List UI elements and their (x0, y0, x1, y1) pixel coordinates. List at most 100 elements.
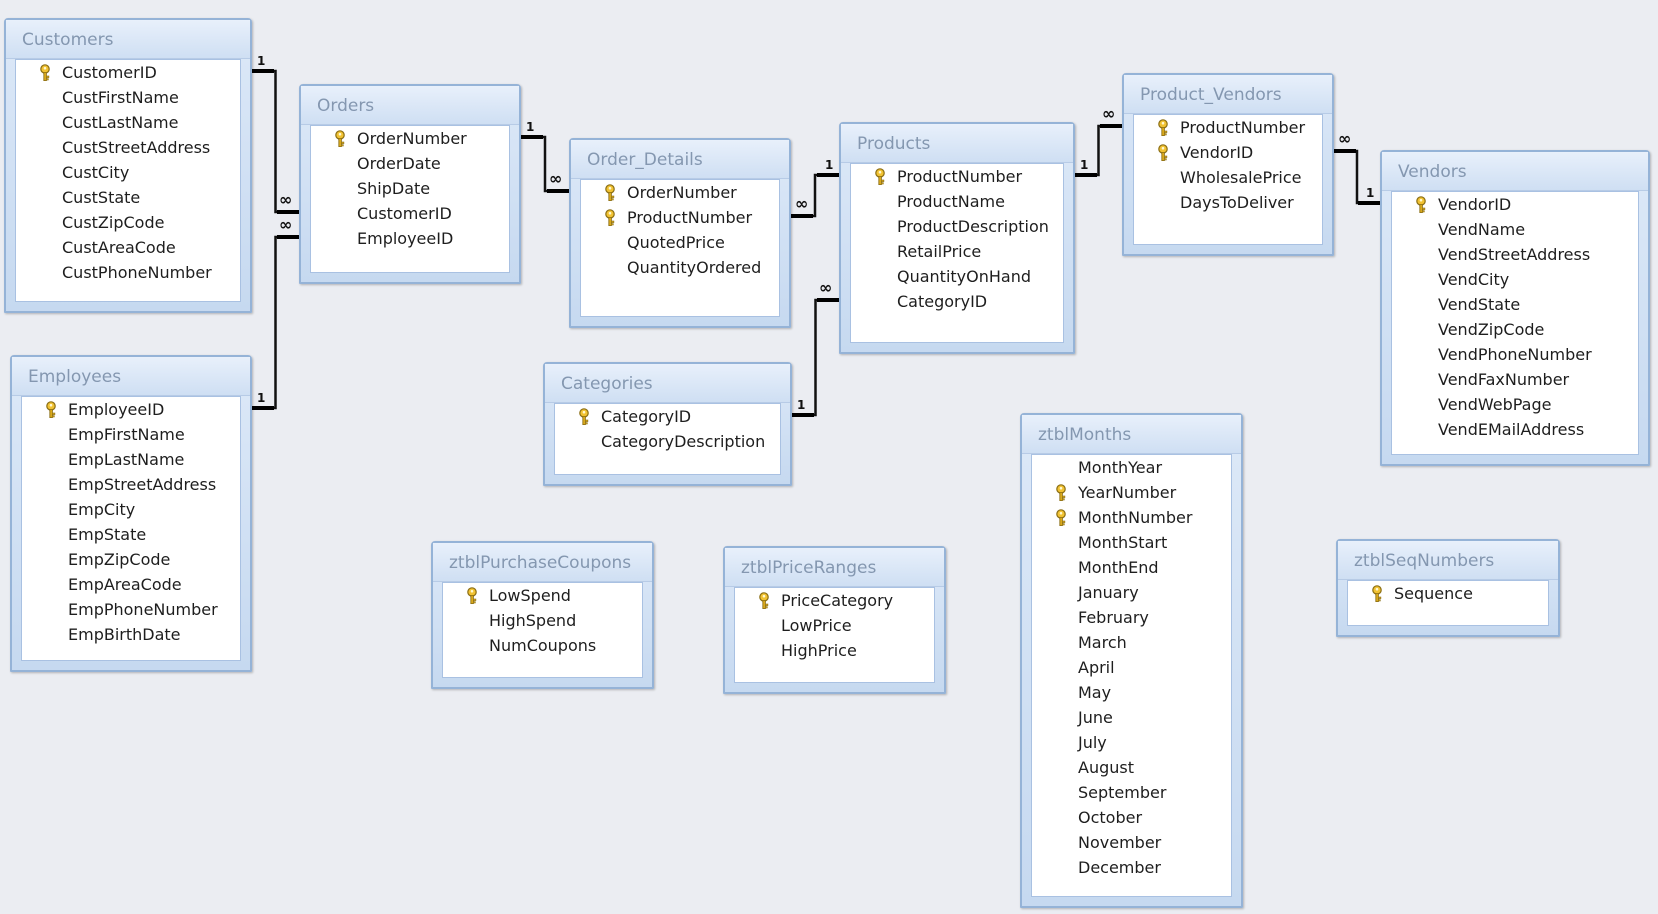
field-row[interactable]: MonthYear (1032, 455, 1231, 480)
field-row[interactable]: ProductNumber (581, 205, 779, 230)
field-row[interactable]: EmployeeID (22, 397, 240, 422)
field-row[interactable]: EmpPhoneNumber (22, 597, 240, 622)
field-row[interactable]: CategoryDescription (555, 429, 780, 454)
field-row[interactable]: August (1032, 755, 1231, 780)
table-title[interactable]: ztblPurchaseCoupons (433, 543, 652, 582)
field-row[interactable]: HighPrice (735, 638, 934, 663)
field-row[interactable]: HighSpend (443, 608, 642, 633)
field-row[interactable]: OrderNumber (581, 180, 779, 205)
field-row[interactable]: DaysToDeliver (1134, 190, 1322, 215)
field-row[interactable]: MonthNumber (1032, 505, 1231, 530)
field-row[interactable]: OrderDate (311, 151, 509, 176)
table-title[interactable]: Categories (545, 364, 790, 403)
field-row[interactable]: VendName (1392, 217, 1638, 242)
table-title[interactable]: Vendors (1382, 152, 1648, 191)
field-row[interactable]: WholesalePrice (1134, 165, 1322, 190)
field-row[interactable]: February (1032, 605, 1231, 630)
field-row[interactable]: CustStreetAddress (16, 135, 240, 160)
table-title[interactable]: ztblMonths (1022, 415, 1241, 454)
field-row[interactable]: Sequence (1348, 581, 1548, 606)
field-row[interactable]: CustZipCode (16, 210, 240, 235)
field-row[interactable]: QuantityOnHand (851, 264, 1063, 289)
field-row[interactable]: VendWebPage (1392, 392, 1638, 417)
field-row[interactable]: ProductName (851, 189, 1063, 214)
field-row[interactable]: ShipDate (311, 176, 509, 201)
table-title[interactable]: Order_Details (571, 140, 789, 179)
field-row[interactable]: EmpCity (22, 497, 240, 522)
field-row[interactable]: YearNumber (1032, 480, 1231, 505)
table-title[interactable]: Product_Vendors (1124, 75, 1332, 114)
field-row[interactable]: October (1032, 805, 1231, 830)
table-title[interactable]: Orders (301, 86, 519, 125)
field-row[interactable]: QuantityOrdered (581, 255, 779, 280)
field-row[interactable]: EmpState (22, 522, 240, 547)
field-row[interactable]: EmployeeID (311, 226, 509, 251)
field-row[interactable]: ProductDescription (851, 214, 1063, 239)
field-row[interactable]: VendFaxNumber (1392, 367, 1638, 392)
field-row[interactable]: VendState (1392, 292, 1638, 317)
field-row[interactable]: EmpZipCode (22, 547, 240, 572)
relationship-line[interactable] (252, 69, 299, 214)
field-row[interactable]: CustomerID (16, 60, 240, 85)
field-row[interactable]: CustCity (16, 160, 240, 185)
field-row[interactable]: NumCoupons (443, 633, 642, 658)
field-row[interactable]: VendZipCode (1392, 317, 1638, 342)
field-row[interactable]: EmpBirthDate (22, 622, 240, 647)
table-title[interactable]: Customers (6, 20, 250, 59)
field-row[interactable]: May (1032, 680, 1231, 705)
field-row[interactable]: March (1032, 630, 1231, 655)
field-row[interactable]: CustLastName (16, 110, 240, 135)
field-row[interactable]: VendorID (1134, 140, 1322, 165)
field-list[interactable]: Sequence (1347, 580, 1549, 626)
field-row[interactable]: EmpLastName (22, 447, 240, 472)
field-row[interactable]: VendStreetAddress (1392, 242, 1638, 267)
field-row[interactable]: July (1032, 730, 1231, 755)
field-row[interactable]: ProductNumber (1134, 115, 1322, 140)
relationship-line[interactable] (252, 235, 299, 410)
field-row[interactable]: CategoryID (851, 289, 1063, 314)
field-row[interactable]: RetailPrice (851, 239, 1063, 264)
field-row[interactable]: CustState (16, 185, 240, 210)
field-row[interactable]: CustomerID (311, 201, 509, 226)
field-row[interactable]: November (1032, 830, 1231, 855)
field-row[interactable]: June (1032, 705, 1231, 730)
field-row[interactable]: January (1032, 580, 1231, 605)
field-row[interactable]: MonthStart (1032, 530, 1231, 555)
field-row[interactable]: PriceCategory (735, 588, 934, 613)
field-row[interactable]: VendPhoneNumber (1392, 342, 1638, 367)
field-row[interactable]: ProductNumber (851, 164, 1063, 189)
field-row[interactable]: CategoryID (555, 404, 780, 429)
field-row[interactable]: VendCity (1392, 267, 1638, 292)
field-row[interactable]: OrderNumber (311, 126, 509, 151)
field-row[interactable]: September (1032, 780, 1231, 805)
field-row[interactable]: EmpFirstName (22, 422, 240, 447)
field-row[interactable]: April (1032, 655, 1231, 680)
table-title[interactable]: ztblSeqNumbers (1338, 541, 1558, 580)
field-row[interactable]: QuotedPrice (581, 230, 779, 255)
relationship-line[interactable] (521, 135, 569, 193)
table-title[interactable]: Products (841, 124, 1073, 163)
field-row[interactable]: EmpAreaCode (22, 572, 240, 597)
